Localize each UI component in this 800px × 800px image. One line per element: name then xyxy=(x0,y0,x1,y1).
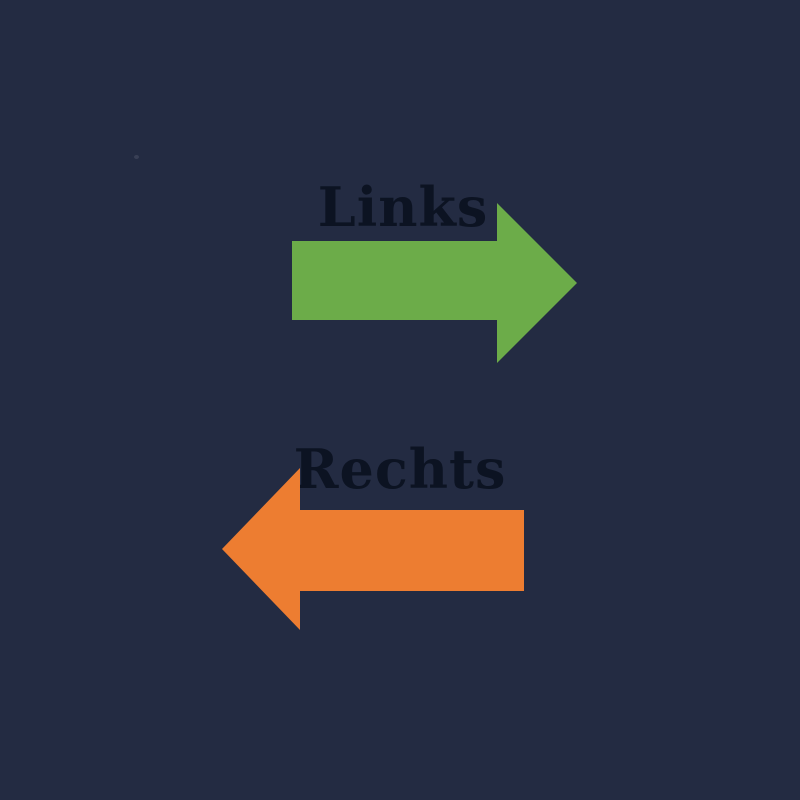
right-arrow-shape xyxy=(292,203,577,363)
rechts-label: Rechts xyxy=(293,437,507,501)
background-smudge-dot xyxy=(134,155,139,159)
links-label: Links xyxy=(317,175,489,239)
left-arrow-icon xyxy=(222,468,524,630)
right-arrow-icon xyxy=(292,203,577,363)
left-arrow-shape xyxy=(222,468,524,630)
